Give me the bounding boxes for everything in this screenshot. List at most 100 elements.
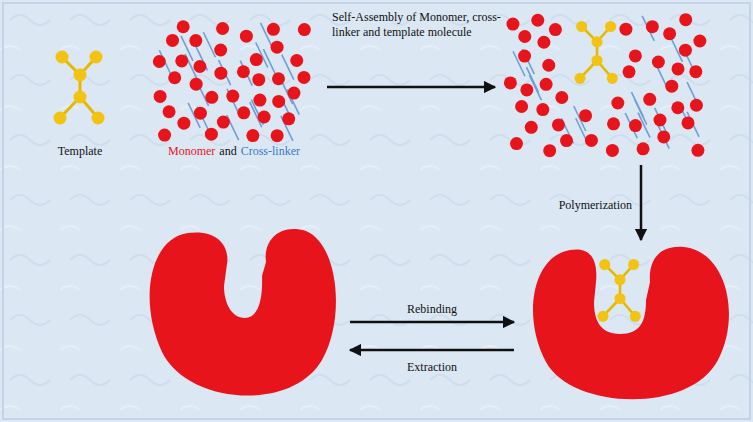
label: Cross-linker xyxy=(241,144,300,159)
monomer xyxy=(665,80,678,93)
template-atom xyxy=(54,112,67,125)
monomer xyxy=(205,128,218,141)
monomer xyxy=(619,23,632,36)
monomer xyxy=(193,60,206,73)
monomer xyxy=(693,34,706,47)
monomer xyxy=(271,41,284,54)
monomer xyxy=(237,65,250,78)
monomer xyxy=(607,117,620,130)
monomer xyxy=(518,50,531,63)
monomer xyxy=(552,118,565,131)
monomer xyxy=(689,65,702,78)
template-atom xyxy=(591,36,602,47)
monomer xyxy=(194,107,207,120)
monomer xyxy=(205,91,218,104)
monomer xyxy=(606,144,619,157)
cross-linker xyxy=(203,32,215,57)
monomer xyxy=(504,76,517,89)
monomer xyxy=(177,20,190,33)
monomer xyxy=(252,73,265,86)
monomer-cluster xyxy=(153,20,311,142)
monomer xyxy=(189,34,202,47)
monomer xyxy=(214,67,227,80)
monomer xyxy=(682,116,695,129)
monomer xyxy=(611,96,624,109)
monomer xyxy=(579,109,592,122)
monomer xyxy=(253,94,266,107)
monomer xyxy=(629,49,642,62)
label: Extraction xyxy=(407,360,457,375)
monomer xyxy=(657,130,670,143)
label: Template xyxy=(58,144,102,159)
monomer xyxy=(506,18,519,31)
bound-template xyxy=(597,259,640,322)
monomer xyxy=(214,43,227,56)
template-atom xyxy=(56,51,69,64)
monomer xyxy=(154,90,167,103)
self-assembly-arrow xyxy=(327,86,495,89)
monomer xyxy=(515,100,528,113)
monomer xyxy=(549,23,562,36)
monomer xyxy=(258,111,271,124)
template-atom xyxy=(74,69,87,82)
monomer xyxy=(163,105,176,118)
monomer xyxy=(560,134,573,147)
imprinted-polymer-bound xyxy=(533,247,729,400)
assembled-cluster xyxy=(504,13,706,157)
monomer xyxy=(298,23,311,36)
monomer xyxy=(282,112,295,125)
monomer xyxy=(653,114,666,127)
extraction-arrow xyxy=(350,349,514,352)
monomer xyxy=(542,59,555,72)
monomer xyxy=(646,20,659,33)
label: and xyxy=(219,144,236,159)
monomer xyxy=(272,72,285,85)
monomer xyxy=(217,116,230,129)
template-atom xyxy=(614,274,625,285)
monomer xyxy=(663,27,676,40)
template-atom xyxy=(630,311,641,322)
monomer xyxy=(297,71,310,84)
monomer xyxy=(190,78,203,91)
monomer xyxy=(623,65,636,78)
monomer xyxy=(637,142,650,155)
monomer xyxy=(287,87,300,100)
monomer xyxy=(540,78,553,91)
monomer xyxy=(679,13,692,26)
monomer xyxy=(272,95,285,108)
monomer xyxy=(643,93,656,106)
template-atom xyxy=(607,73,618,84)
label-row: Monomer and Cross-linker xyxy=(168,144,300,159)
monomer xyxy=(290,54,303,67)
template-atom xyxy=(90,51,103,64)
template-atom xyxy=(574,73,585,84)
monomer xyxy=(555,91,568,104)
monomer xyxy=(671,101,684,114)
polymerization-arrow xyxy=(640,165,643,240)
monomer xyxy=(226,90,239,103)
template-atom xyxy=(576,21,587,32)
monomer xyxy=(585,134,598,147)
monomer xyxy=(177,117,190,130)
monomer xyxy=(531,14,544,27)
monomer xyxy=(510,137,523,150)
template-atom xyxy=(597,311,608,322)
label: Monomer xyxy=(168,144,215,159)
monomer xyxy=(629,119,642,132)
monomer xyxy=(267,23,280,36)
monomer xyxy=(543,144,556,157)
label: Self-Assembly of Monomer, cross-linker a… xyxy=(332,10,510,40)
monomer xyxy=(237,106,250,119)
monomer xyxy=(216,22,229,35)
monomer xyxy=(240,30,253,43)
monomer xyxy=(246,129,259,142)
monomer xyxy=(671,62,684,75)
monomer xyxy=(158,129,171,142)
template-atom xyxy=(614,293,625,304)
label: Rebinding xyxy=(407,302,457,317)
monomer xyxy=(153,55,166,68)
template-atom xyxy=(591,55,602,66)
